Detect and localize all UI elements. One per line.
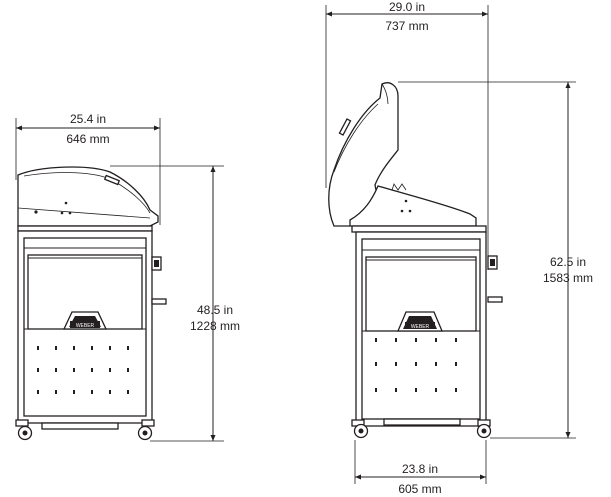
right-badge: WEBER (397, 311, 443, 332)
right-bottom-width-in: 23.8 in (402, 462, 438, 476)
left-lid-handle (103, 174, 121, 186)
right-vent-dots (375, 338, 457, 392)
left-height-in: 48.5 in (197, 303, 233, 317)
left-badge: WEBER (62, 311, 108, 330)
right-top-width-mm: 737 mm (385, 19, 428, 33)
right-bottom-width-mm: 605 mm (398, 482, 441, 496)
right-bottom-width-dimension: 23.8 in 605 mm (354, 440, 487, 496)
right-height-dimension: 62.5 in 1583 mm (398, 81, 593, 439)
left-height-mm: 1228 mm (190, 319, 240, 333)
left-width-in: 25.4 in (70, 112, 106, 126)
left-grill-closed: 25.4 in 646 mm 48.5 in 1228 mm (15, 112, 240, 442)
right-top-width-in: 29.0 in (389, 0, 425, 14)
left-height-dimension: 48.5 in 1228 mm (110, 165, 240, 442)
right-badge-text: WEBER (411, 324, 430, 330)
right-height-mm: 1583 mm (543, 271, 593, 285)
right-height-in: 62.5 in (550, 255, 586, 269)
left-badge-text: WEBER (76, 323, 95, 329)
left-width-dimension: 25.4 in 646 mm (15, 112, 161, 225)
left-vent-dots (37, 346, 129, 394)
left-width-mm: 646 mm (66, 132, 109, 146)
left-lid (17, 166, 159, 227)
right-grill-open: 29.0 in 737 mm 62.5 in 1583 mm 23.8 in 6… (325, 0, 593, 496)
right-top-width-dimension: 29.0 in 737 mm (325, 0, 489, 270)
right-lid-handle (338, 118, 352, 136)
